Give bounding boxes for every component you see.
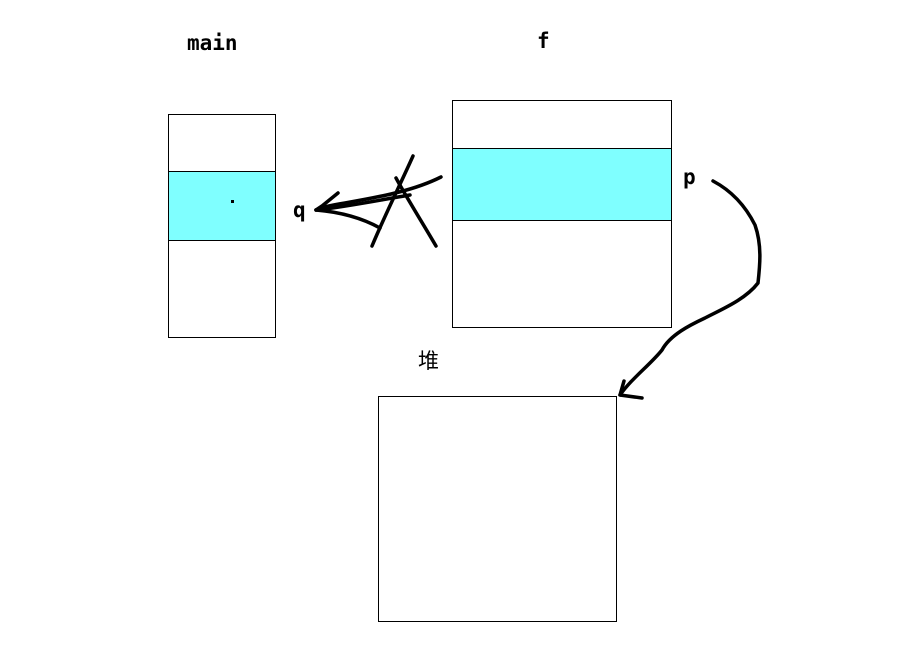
heap-label: 堆 [418, 349, 439, 373]
main-frame-label: main [187, 31, 238, 55]
main-stack-frame [168, 114, 276, 338]
p-arrow-head [618, 379, 644, 400]
q-arrow-head-lower [314, 208, 382, 230]
heap-block [378, 396, 617, 622]
f-pointer-slot [452, 148, 672, 221]
pointer-q-label: q [293, 198, 306, 222]
q-arrow-shaft-second [316, 193, 412, 212]
pointer-p-label: p [683, 165, 696, 189]
q-arrow-shaft [314, 175, 443, 212]
pointer-origin-dot [231, 200, 234, 203]
f-frame-label: f [537, 29, 550, 53]
f-stack-frame [452, 100, 672, 328]
p-arrow-curve [618, 179, 762, 397]
main-variable-slot [168, 171, 276, 241]
cross-out-stroke-b [370, 154, 415, 248]
